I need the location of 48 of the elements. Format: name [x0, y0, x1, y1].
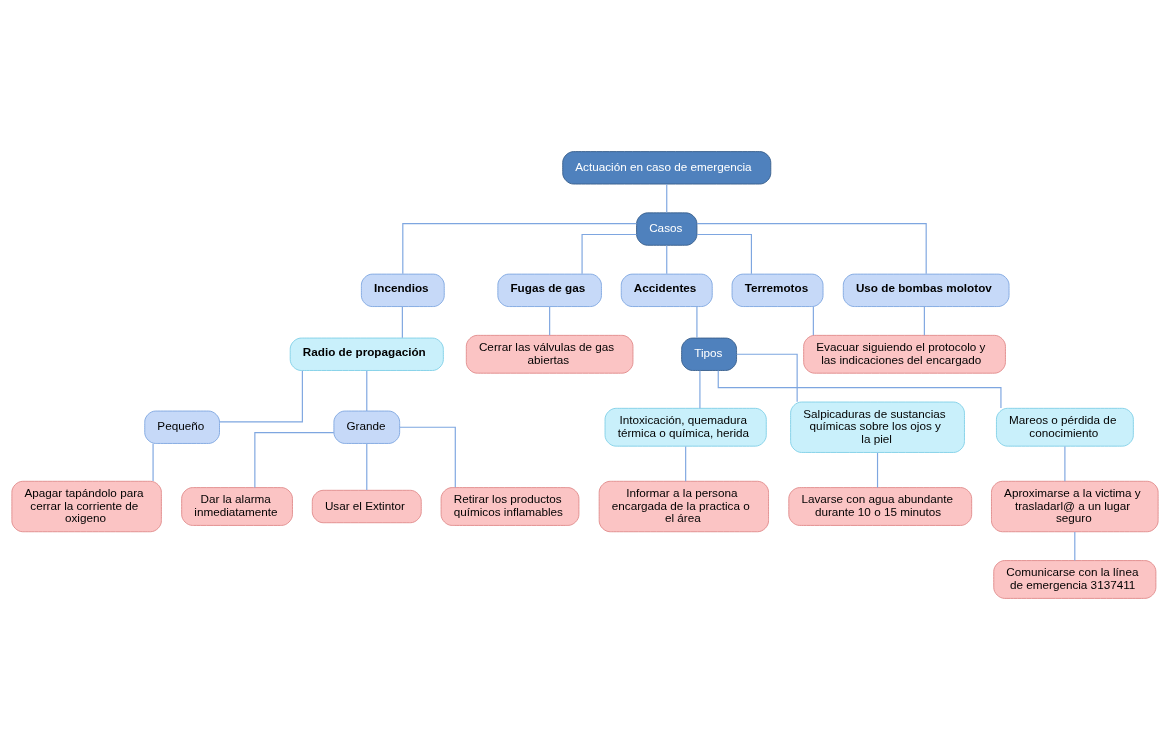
- connector: [666, 244, 668, 274]
- connector: [736, 353, 798, 402]
- node-box: Comunicarse con la línea de emergencia 3137411: [993, 559, 1157, 599]
- connector: [696, 305, 698, 338]
- node-box: Actuación en caso de emergencia: [562, 150, 772, 184]
- connector: [1064, 445, 1066, 482]
- connector: [549, 305, 551, 336]
- node-box: Informar a la persona encargada de la practica o el área: [598, 480, 769, 532]
- node-box: Mareos o pérdida de conocimiento: [996, 407, 1134, 447]
- node-box: Casos: [636, 211, 698, 246]
- connector: [581, 233, 637, 274]
- connector: [218, 369, 303, 422]
- connector: [717, 369, 1002, 409]
- connector: [685, 445, 687, 482]
- node-box: Fugas de gas: [497, 273, 602, 307]
- connector: [401, 305, 403, 338]
- node-box: Uso de bombas molotov: [842, 273, 1010, 307]
- node-box: Usar el Extintor: [311, 489, 422, 523]
- connector: [366, 369, 368, 412]
- node-box: Radio de propagación: [289, 337, 444, 371]
- connector: [696, 233, 752, 274]
- node-box: Evacuar siguiendo el protocolo y las indicaciones del encargado: [803, 334, 1006, 374]
- node-box: Salpicaduras de sustancias químicas sobre los ojos y la piel: [790, 401, 965, 453]
- connector: [812, 305, 814, 336]
- connector: [152, 442, 154, 482]
- connector: [923, 305, 925, 336]
- node-box: Aproximarse a la victima y trasladarl@ a un lugar seguro: [991, 480, 1159, 532]
- node-box: Retirar los productos químicos inflamables: [440, 486, 580, 526]
- node-box: Intoxicación, quemadura térmica o química, herida: [604, 407, 767, 447]
- connector: [666, 183, 668, 213]
- connector: [399, 426, 456, 488]
- node-box: Grande: [333, 410, 401, 444]
- connector: [1074, 530, 1076, 561]
- node-box: Tipos: [681, 337, 737, 371]
- connector: [699, 369, 701, 409]
- node-box: Cerrar las válvulas de gas abiertas: [465, 334, 634, 374]
- node-box: Incendios: [360, 273, 445, 307]
- connector: [876, 451, 879, 488]
- node-box: Apagar tapándolo para cerrar la corriente de oxigeno: [11, 480, 162, 532]
- node-box: Accidentes: [620, 273, 713, 307]
- node-box: Terremotos: [731, 273, 824, 307]
- node-box: Pequeño: [144, 410, 220, 444]
- connector: [254, 431, 335, 488]
- connector: [366, 442, 368, 491]
- node-box: Dar la alarma inmediatamente: [181, 486, 293, 526]
- node-box: Lavarse con agua abundante durante 10 o 15 minutos: [788, 486, 973, 526]
- connector: [402, 222, 638, 274]
- connector: [696, 222, 927, 274]
